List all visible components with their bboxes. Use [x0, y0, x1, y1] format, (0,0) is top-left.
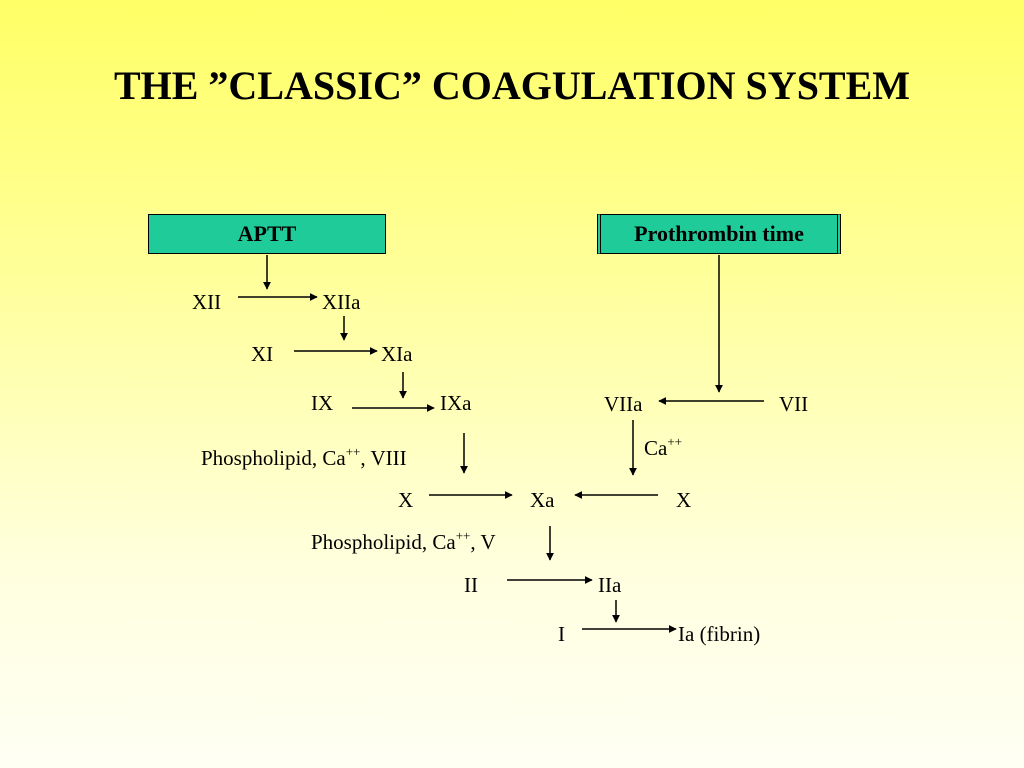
factor-xia: XIa — [381, 342, 413, 366]
factor-ix: IX — [311, 391, 334, 415]
cofactor-v-post: , V — [470, 530, 496, 554]
factor-ii: II — [464, 573, 478, 597]
page-title: THE ”CLASSIC” COAGULATION SYSTEM — [113, 63, 911, 108]
factor-xi: XI — [251, 342, 274, 366]
factor-iia: IIa — [598, 573, 622, 597]
factor-x-right: X — [676, 488, 692, 512]
factor-xiia: XIIa — [322, 290, 361, 314]
cofactor-ca-label: Ca++ — [644, 434, 682, 461]
prothrombin-time-label: Prothrombin time — [634, 221, 804, 246]
cofactor-ca-sup: ++ — [667, 434, 682, 449]
factor-xa: Xa — [530, 488, 555, 512]
cofactor-ca-pre: Ca — [644, 436, 668, 460]
cofactor-viii-post: , VIII — [360, 446, 407, 470]
factor-vii: VII — [779, 392, 809, 416]
factor-viia: VIIa — [604, 392, 643, 416]
factor-i: I — [558, 622, 565, 646]
factor-x-left: X — [398, 488, 414, 512]
cofactor-v-label: Phospholipid, Ca++, V — [311, 528, 496, 555]
cofactor-viii-pre: Phospholipid, Ca — [201, 446, 346, 470]
prothrombin-time-box: Prothrombin time — [597, 214, 841, 254]
aptt-label: APTT — [237, 221, 297, 246]
cofactor-viii-sup: ++ — [345, 444, 361, 459]
cofactor-v-pre: Phospholipid, Ca — [311, 530, 456, 554]
factor-ia-fibrin: Ia (fibrin) — [678, 622, 761, 646]
factor-ixa: IXa — [440, 391, 472, 415]
cofactor-v-sup: ++ — [455, 528, 471, 543]
aptt-box: APTT — [148, 214, 386, 254]
cofactor-viii-label: Phospholipid, Ca++, VIII — [201, 444, 407, 471]
factor-xii: XII — [192, 290, 222, 314]
